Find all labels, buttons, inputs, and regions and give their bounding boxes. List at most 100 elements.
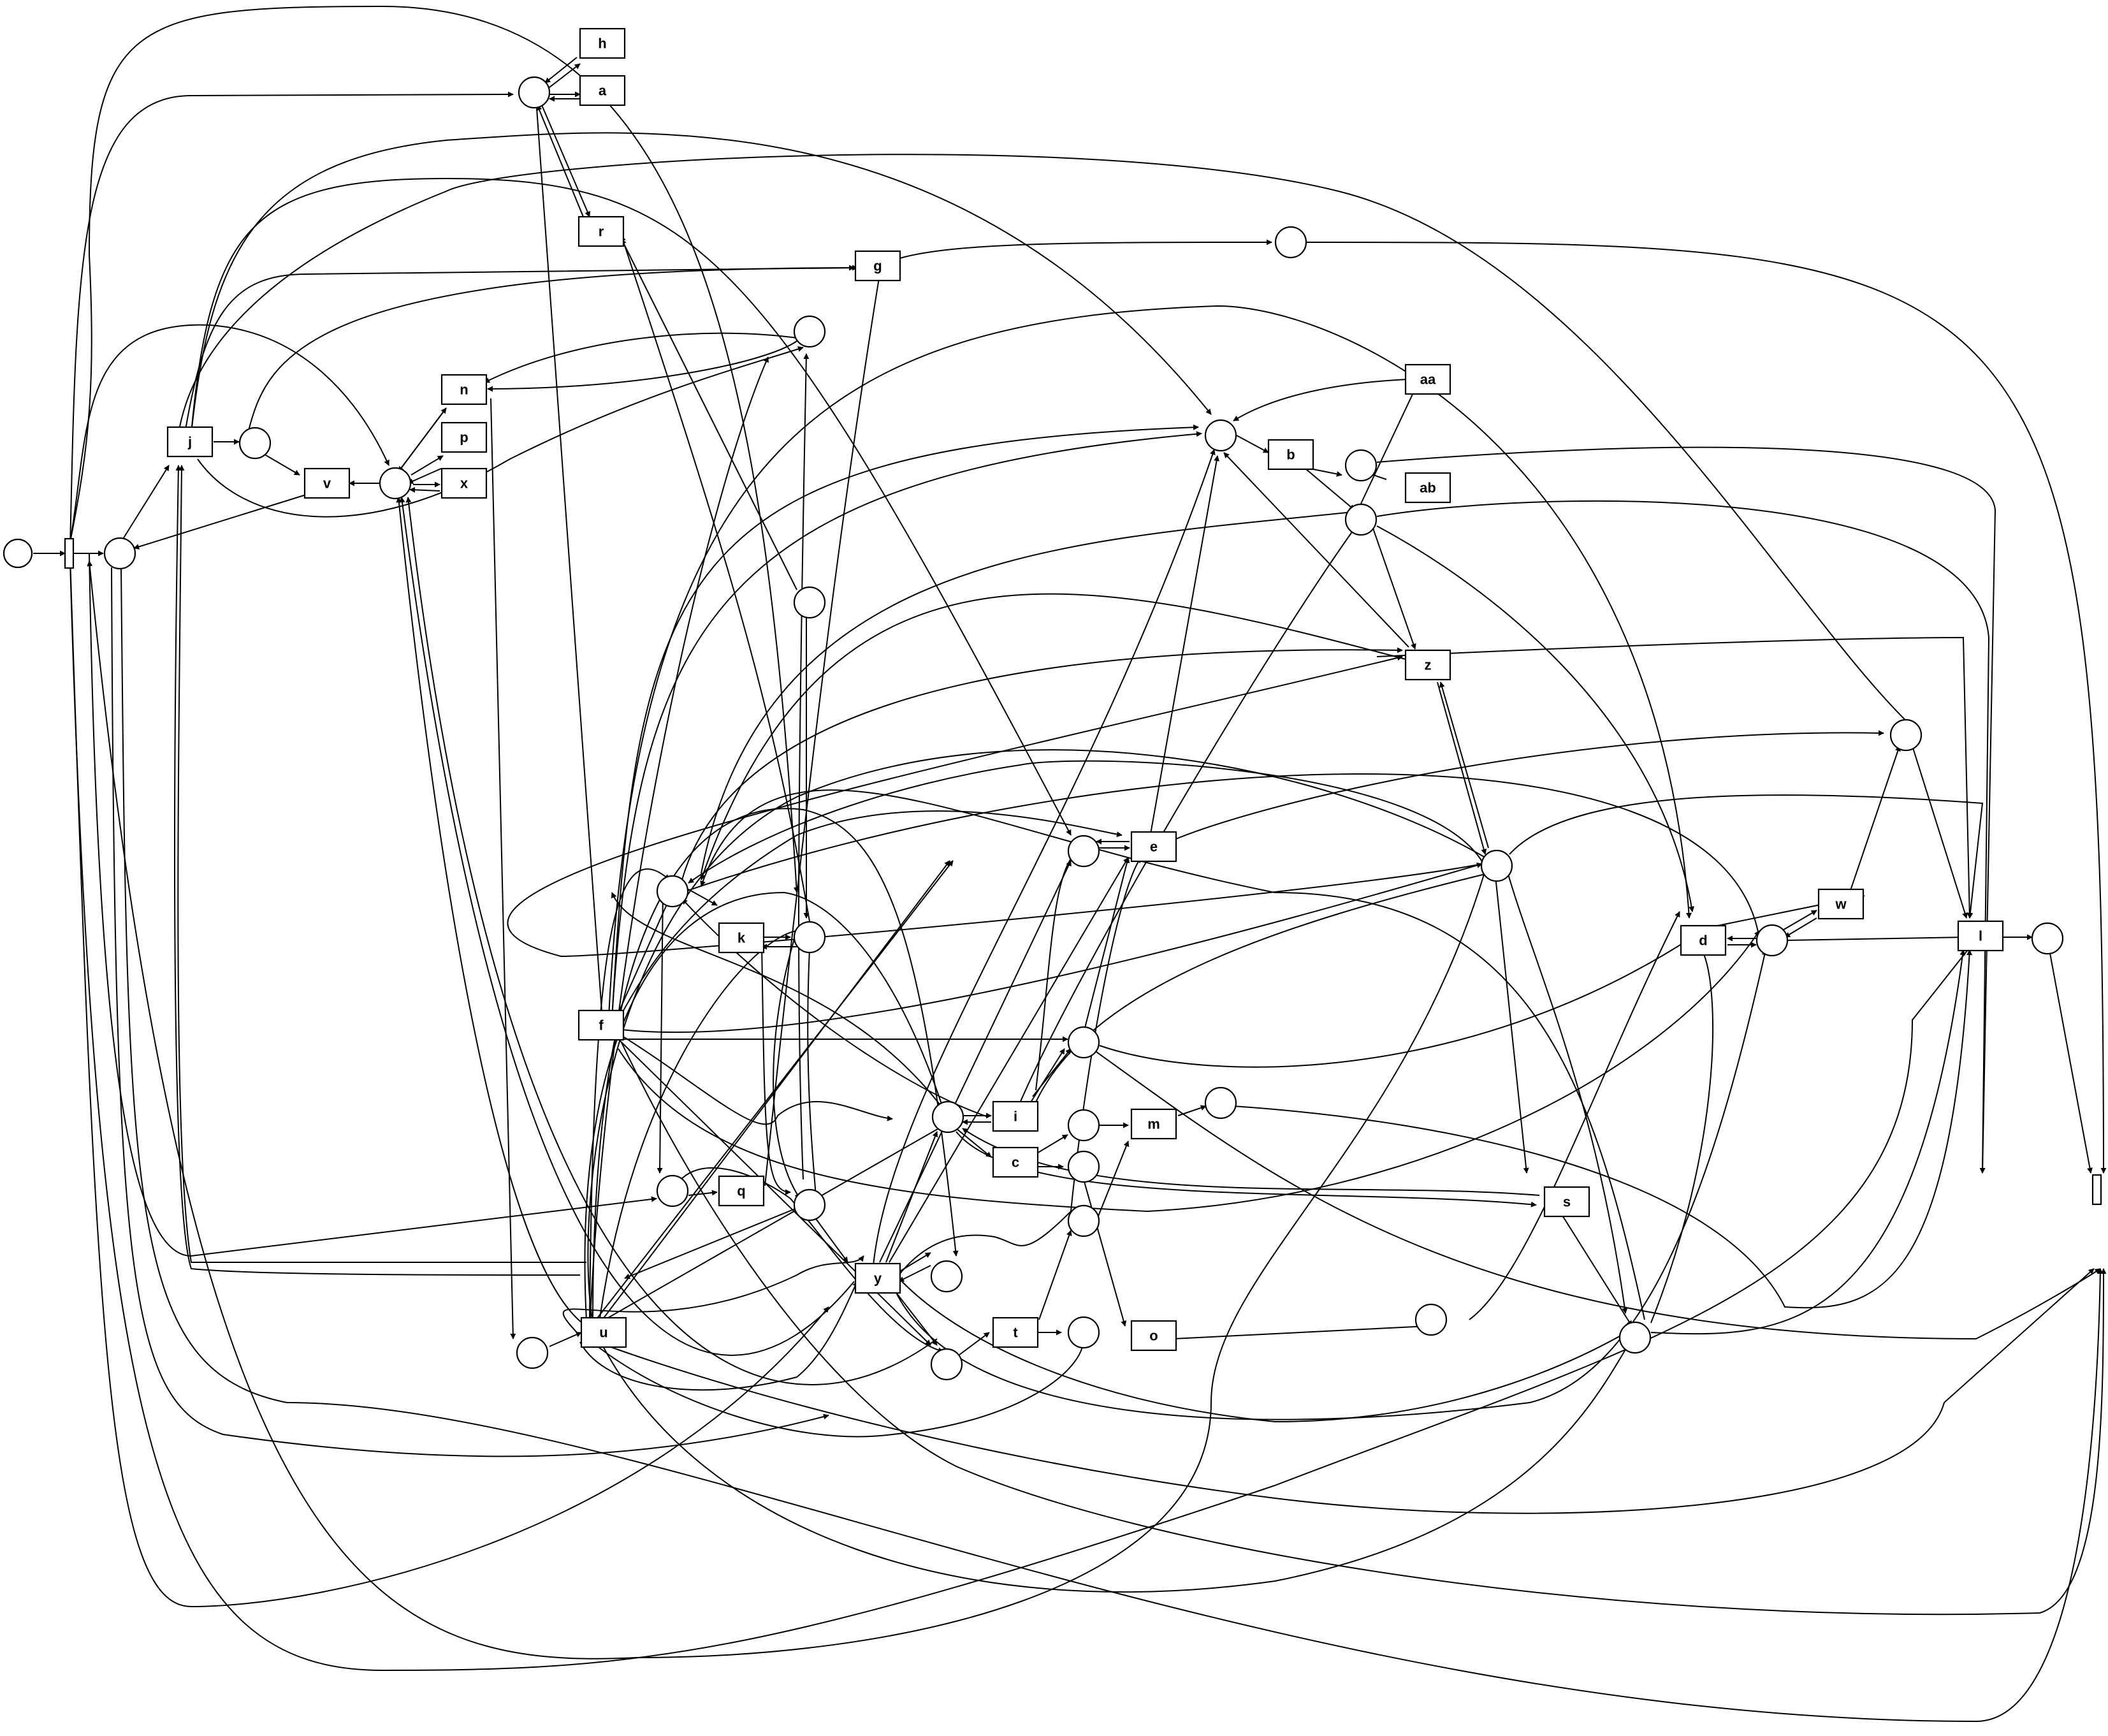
arc: [614, 810, 1123, 1027]
place: [1067, 1150, 1100, 1183]
arc: [584, 891, 945, 1320]
arc: [608, 305, 1692, 1018]
arc: [688, 760, 1486, 884]
transition-t: t: [992, 1317, 1039, 1348]
svg-text:p: p: [460, 430, 468, 446]
arc: [885, 1131, 938, 1263]
svg-text:r: r: [599, 224, 604, 240]
end-bar: [2091, 1174, 2102, 1206]
arc: [191, 132, 1212, 434]
place: [793, 315, 826, 348]
place: [1344, 503, 1377, 536]
arc: [1309, 468, 1342, 477]
arc: [962, 1128, 1540, 1196]
arc: [675, 1167, 944, 1353]
svg-text:a: a: [599, 83, 607, 99]
arc: [409, 486, 440, 493]
arc: [484, 332, 797, 383]
arc: [898, 857, 1142, 1276]
place: [1067, 1026, 1100, 1059]
arc: [87, 560, 1486, 1659]
arc: [546, 63, 581, 90]
arc: [579, 1281, 858, 1391]
transition-g: g: [854, 250, 901, 282]
arc: [549, 1332, 582, 1347]
arc: [1236, 435, 1269, 453]
transition-z: z: [1404, 649, 1451, 681]
place: [1204, 419, 1237, 452]
svg-text:s: s: [1563, 1194, 1571, 1210]
arc: [1784, 934, 1967, 941]
arc: [621, 862, 1483, 1033]
arc: [1083, 857, 1130, 1033]
arc: [1038, 1230, 1072, 1320]
arc: [899, 239, 1272, 259]
svg-text:q: q: [737, 1183, 745, 1199]
arc: [399, 497, 855, 1356]
arc: [1169, 730, 1884, 842]
arc: [1376, 636, 1973, 919]
arc: [111, 567, 829, 1457]
transition-i: i: [992, 1100, 1039, 1132]
start-bar: [64, 537, 75, 569]
arc: [1172, 1323, 1444, 1339]
arc: [956, 1128, 992, 1158]
arc: [620, 235, 810, 922]
transition-n: n: [440, 374, 488, 405]
arc: [595, 1338, 1087, 1438]
arc: [2049, 949, 2093, 1174]
svg-text:i: i: [1014, 1109, 1017, 1125]
arc: [487, 340, 797, 392]
place: [518, 76, 551, 109]
place: [1414, 1303, 1448, 1336]
place: [516, 1336, 549, 1369]
svg-text:n: n: [460, 382, 468, 398]
transition-w: w: [1817, 888, 1864, 920]
place: [103, 537, 136, 570]
arc: [1177, 1105, 1207, 1116]
arc: [1032, 1048, 1072, 1097]
arc: [396, 497, 587, 1327]
arc: [1781, 910, 1817, 931]
place-start: [3, 538, 33, 569]
arc: [1439, 682, 1489, 849]
arc: [1083, 1179, 1127, 1327]
arc: [1437, 682, 1487, 855]
arc: [773, 930, 801, 1199]
arc: [1099, 937, 1693, 1068]
arc: [1150, 455, 1220, 835]
svg-text:t: t: [1013, 1325, 1018, 1341]
arc: [1019, 519, 1362, 1104]
arc: [681, 647, 1403, 880]
transition-b: b: [1267, 439, 1314, 470]
arc: [1469, 911, 1680, 1320]
place: [1067, 1109, 1100, 1142]
arc: [618, 930, 1760, 1213]
arc: [892, 949, 1768, 1420]
transition-e: e: [1130, 831, 1177, 863]
arc: [174, 465, 581, 1276]
svg-text:l: l: [1979, 928, 1982, 944]
arc: [69, 5, 799, 893]
transition-y: y: [854, 1262, 901, 1294]
arc: [611, 431, 1202, 1018]
arc: [1509, 794, 1984, 919]
arc: [120, 465, 170, 543]
arc: [405, 497, 938, 1385]
place: [656, 1174, 689, 1207]
arc: [1026, 1048, 1065, 1110]
arc: [1223, 452, 1409, 648]
arc: [1096, 1141, 1130, 1222]
arc: [1096, 1051, 2101, 1340]
arc: [589, 356, 769, 1333]
svg-text:g: g: [873, 258, 882, 274]
transition-a: a: [579, 75, 626, 106]
place: [1274, 226, 1307, 259]
transition-p: p: [440, 421, 488, 453]
arc: [812, 1214, 848, 1263]
place: [1067, 1316, 1100, 1349]
svg-text:y: y: [874, 1271, 882, 1287]
svg-text:c: c: [1012, 1155, 1019, 1171]
transition-h: h: [579, 27, 626, 59]
